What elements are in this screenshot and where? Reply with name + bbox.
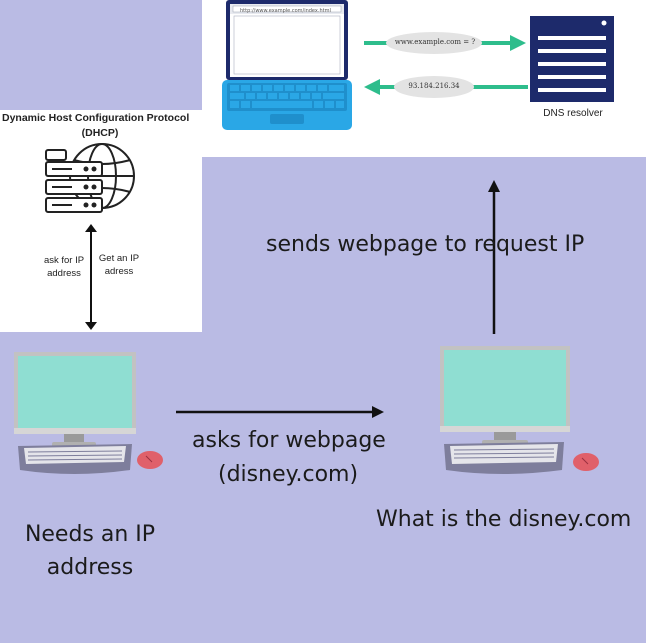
query-arrow-head <box>510 35 526 51</box>
what-is-label: What is the disney.com <box>376 507 632 532</box>
asks-webpage-domain: (disney.com) <box>218 462 359 487</box>
answer-bubble <box>394 76 474 98</box>
dns-query-text: www.example.com = ? <box>394 38 476 46</box>
get-ip-label: Get an IP adress <box>98 253 140 277</box>
dns-server-icon <box>530 16 614 102</box>
server-computer-icon <box>440 346 599 474</box>
dhcp-subtitle: (DHCP) <box>81 127 119 139</box>
request-arrow <box>488 180 500 334</box>
webpage-request-arrow <box>176 406 384 418</box>
client-computer-icon <box>14 352 163 474</box>
laptop-icon <box>222 0 352 130</box>
needs-ip-label-2: address <box>46 555 134 580</box>
asks-webpage-label: asks for webpage <box>192 428 386 453</box>
answer-arrow-head <box>364 79 380 95</box>
needs-ip-label: Needs an IP <box>24 522 156 547</box>
url-bar: http://www.example.com/index.html <box>240 8 331 14</box>
query-bubble <box>386 32 482 54</box>
dns-resolver-label: DNS resolver <box>543 108 603 119</box>
dhcp-title: Dynamic Host Configuration Protocol <box>2 112 190 124</box>
dns-arrows <box>364 32 528 98</box>
dhcp-server-icon <box>45 143 135 213</box>
dhcp-panel <box>0 110 202 332</box>
ask-ip-label: ask for IP address <box>43 255 85 279</box>
dhcp-arrow <box>85 224 97 330</box>
dns-answer-text: 93.184.216.34 <box>408 82 460 90</box>
sends-request-label: sends webpage to request IP <box>266 232 585 257</box>
